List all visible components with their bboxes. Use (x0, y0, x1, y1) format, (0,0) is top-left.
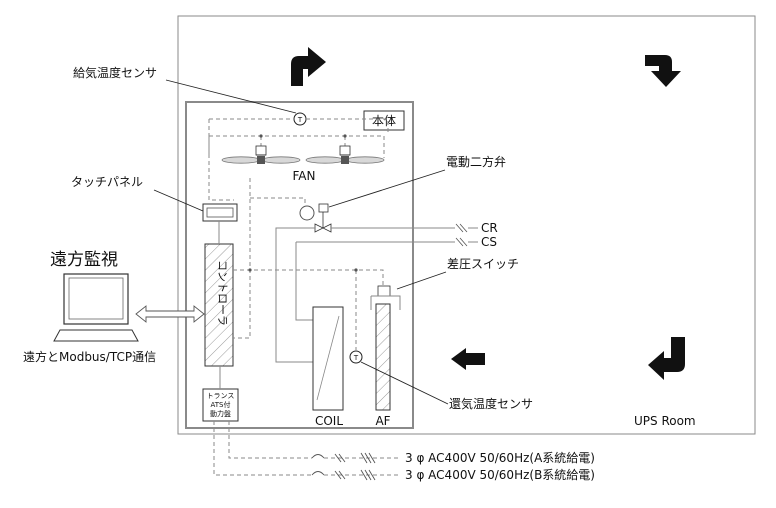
power-b-label: 3 φ AC400V 50/60Hz(B系統給電) (405, 468, 595, 482)
ups-room-label: UPS Room (634, 414, 696, 428)
arrow-down-left-icon (648, 337, 685, 380)
touch-panel-label: タッチパネル (71, 175, 143, 189)
modbus-label: 遠方とModbus/TCP通信 (23, 349, 156, 364)
air-filter (375, 303, 391, 411)
motor-valve-label: 電動二方弁 (446, 154, 506, 169)
return-sensor-label: 還気温度センサ (449, 396, 533, 411)
power-a-label: 3 φ AC400V 50/60Hz(A系統給電) (405, 451, 595, 465)
unit-body-label-box (363, 110, 405, 131)
remote-monitor-label: 遠方監視 (50, 250, 118, 270)
arrow-down-icon (645, 55, 681, 87)
af-label: AF (375, 414, 390, 428)
fan-icon (221, 145, 301, 164)
arrow-up-right-icon (291, 47, 326, 86)
controller-label: コントローラ (216, 260, 229, 326)
fan-label: FAN (293, 169, 316, 183)
cs-label: CS (481, 235, 497, 249)
unit-body-label: 本体 (372, 114, 396, 128)
unit-body (185, 101, 414, 429)
power-panel-line1: トランス (207, 392, 235, 400)
power-panel (202, 388, 239, 422)
diff-switch-label: 差圧スイッチ (447, 257, 519, 271)
room-outline (177, 15, 756, 435)
controller (204, 243, 234, 367)
power-panel-line2: ATS付 (211, 400, 231, 409)
coil (312, 306, 344, 411)
communication-arrow (135, 305, 205, 323)
power-panel-line3: 動力盤 (210, 409, 231, 418)
supply-sensor-label: 給気温度センサ (73, 65, 157, 80)
return-sensor-t: T (353, 354, 359, 362)
supply-sensor-t: T (297, 116, 303, 124)
monitor-icon (53, 273, 139, 342)
arrow-left-icon (451, 348, 485, 370)
cr-label: CR (481, 221, 498, 235)
return-sensor-symbol (349, 350, 363, 364)
coil-label: COIL (315, 414, 343, 428)
diff-switch (377, 285, 391, 297)
fan-icon (305, 145, 385, 164)
